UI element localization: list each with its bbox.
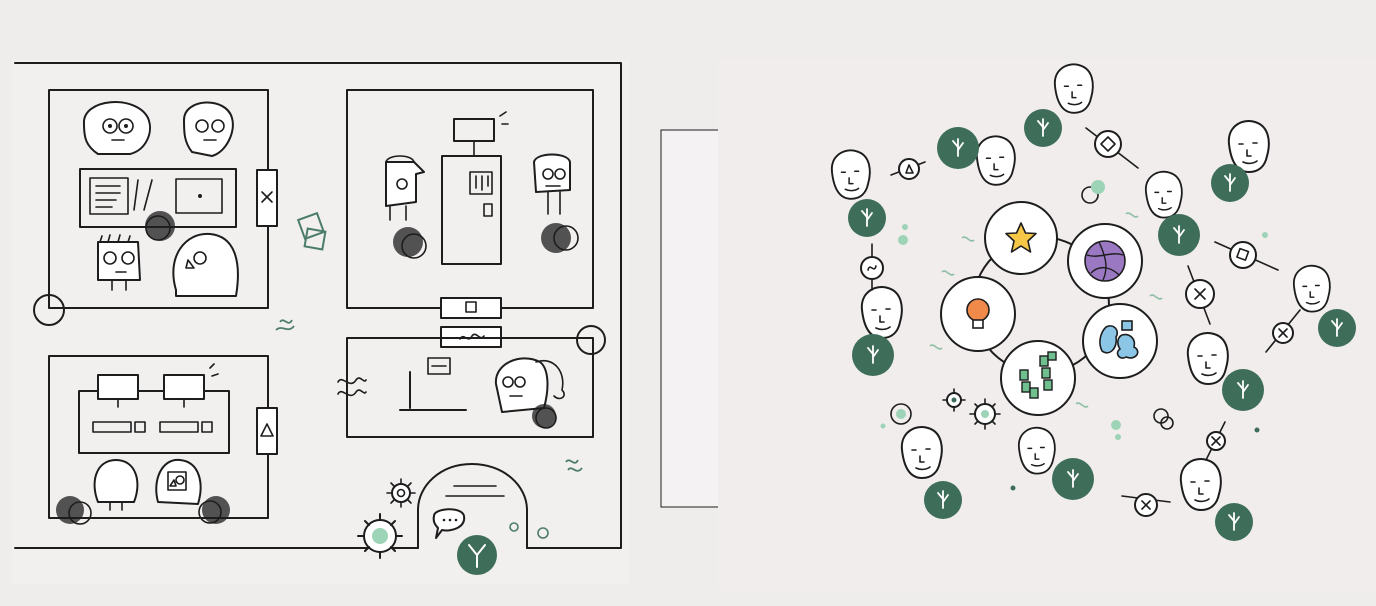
- lightbulb-icon: [940, 276, 1016, 352]
- ball-icon: [1067, 223, 1143, 299]
- person-face-icon: [82, 101, 151, 155]
- office-room: [346, 89, 594, 309]
- person-face-icon: [1017, 426, 1056, 475]
- squiggle: [565, 459, 583, 472]
- person-face-icon: [1144, 170, 1183, 219]
- person-face-icon: [1179, 457, 1222, 511]
- tree-badge-icon: [848, 109, 1356, 541]
- person-face-icon: [1292, 264, 1331, 313]
- person-back-icon: [93, 459, 139, 511]
- network-cluster: [718, 60, 1376, 590]
- person-face-icon: [975, 135, 1016, 186]
- speech-bubble-icon: [432, 508, 466, 539]
- door-triangle: [256, 407, 278, 455]
- blocks-icon: [1000, 340, 1076, 416]
- gear-icon: [386, 478, 416, 508]
- workshop-room: [337, 325, 606, 438]
- floor-plan-outer-wall: [14, 62, 622, 549]
- person-face-icon: [172, 232, 239, 297]
- connector-links: [860, 127, 1301, 517]
- person-face-icon: [1053, 63, 1094, 114]
- person-face-icon: [533, 153, 571, 215]
- puzzle-icon: [1082, 303, 1158, 379]
- person-face-icon: [494, 357, 565, 413]
- door-arch-icon: [417, 463, 528, 549]
- desk-room: [48, 355, 269, 525]
- person-face-icon: [860, 285, 903, 339]
- person-face-icon: [183, 101, 234, 157]
- squiggle: [275, 319, 295, 331]
- pillar-marker: [33, 294, 65, 326]
- floor-plan: [12, 60, 630, 584]
- person-face-icon: [1227, 119, 1270, 173]
- person-face-icon: [830, 149, 871, 200]
- person-face-icon: [1186, 331, 1229, 385]
- person-face-icon: [900, 425, 943, 479]
- gear-icon: [969, 398, 1001, 430]
- tree-badge-icon: [457, 535, 497, 575]
- star-icon: [984, 201, 1058, 275]
- gear-icon: [357, 513, 403, 559]
- person-face-icon: [97, 234, 141, 291]
- pillar-marker: [576, 325, 606, 355]
- gear-icon: [942, 388, 966, 412]
- door-square: [440, 297, 502, 319]
- person-face-icon: [385, 155, 425, 221]
- person-face-icon: [155, 458, 202, 505]
- sticky-note-icon: [296, 211, 327, 251]
